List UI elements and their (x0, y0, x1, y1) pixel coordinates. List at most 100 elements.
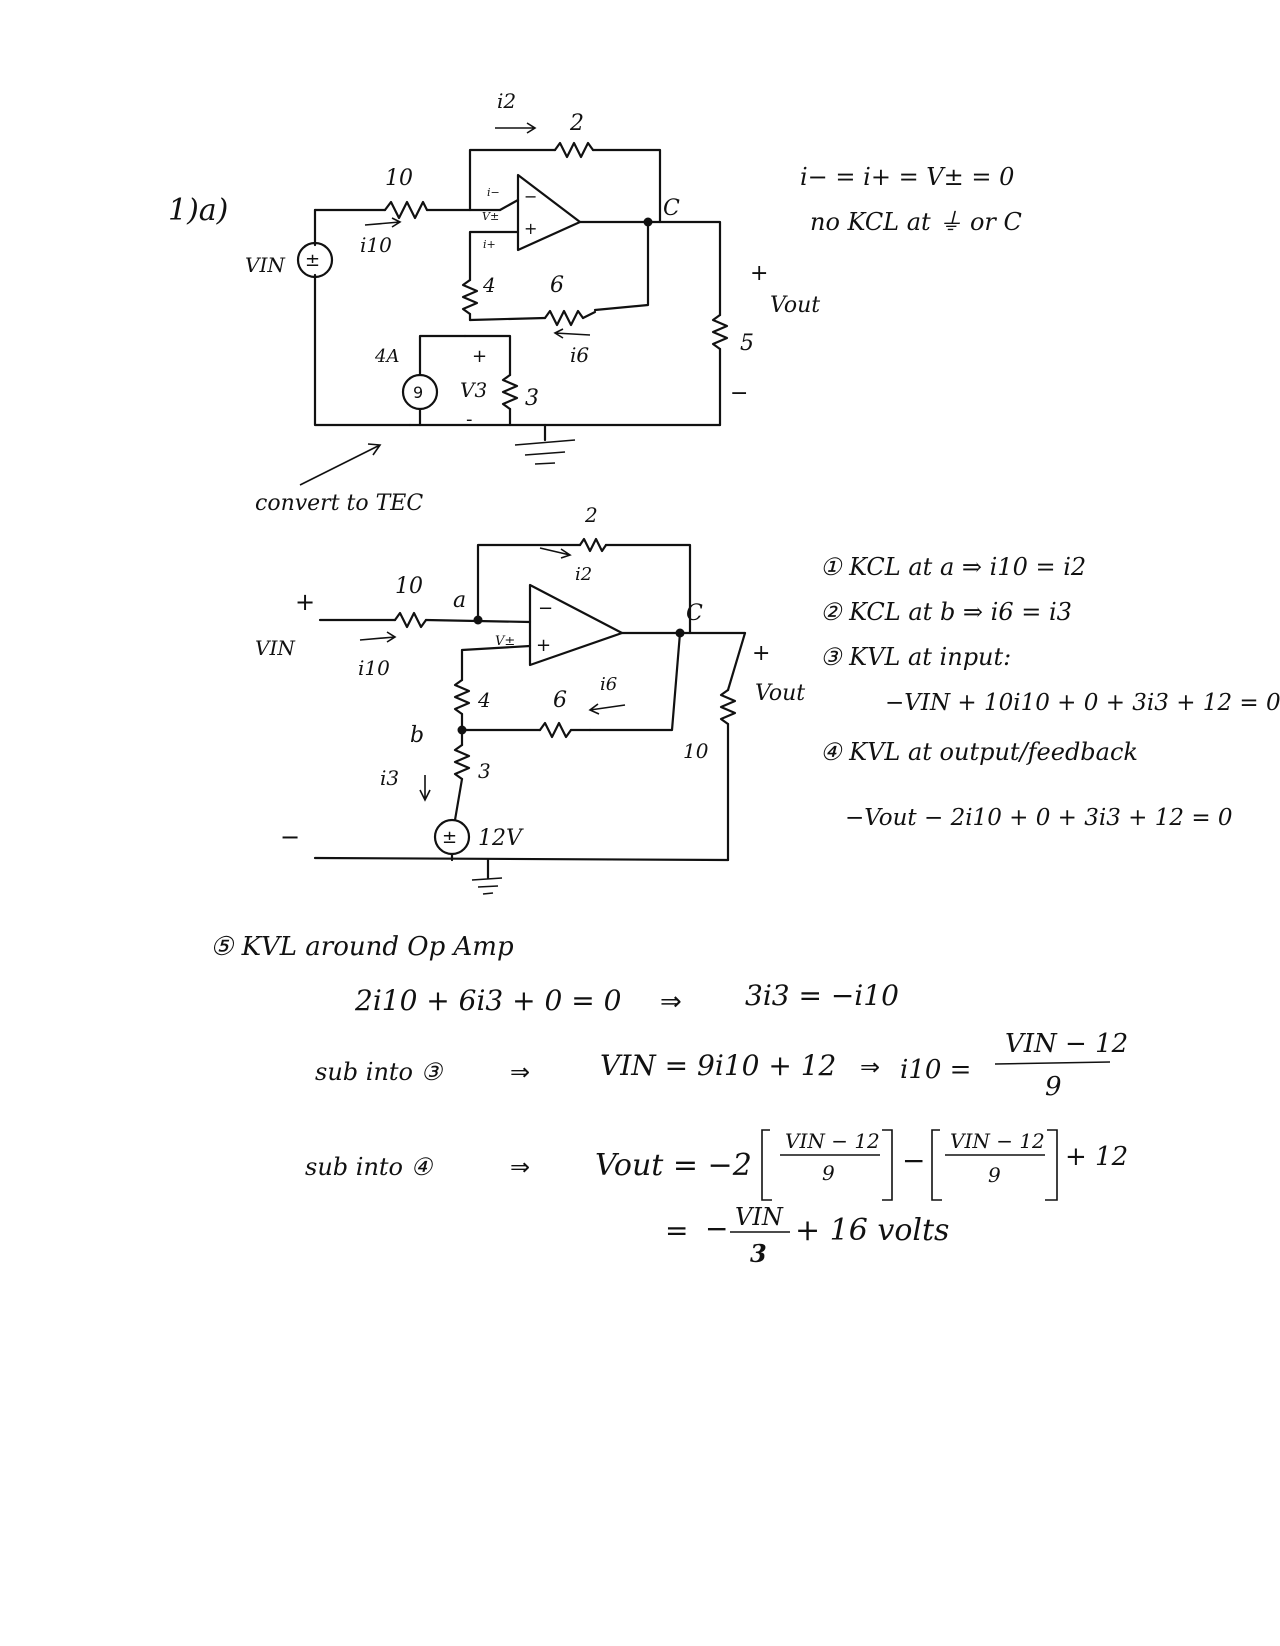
sub3-fraction-denominator: 9 (1045, 1072, 1062, 1102)
bottom-r10-out-label: 10 (683, 739, 709, 763)
top-i2-label: i2 (497, 89, 516, 113)
bottom-vin-label: VIN (255, 636, 296, 660)
final-minus: − (705, 1212, 728, 1245)
top-cs-label: 4A (374, 346, 399, 367)
bottom-r3-label: 3 (478, 759, 491, 783)
top-i10-label: i10 (360, 233, 392, 257)
top-circuit: ± − + 9 (245, 89, 820, 516)
note-line-1: i− = i+ = V± = 0 (800, 163, 1014, 191)
bottom-i2-label: i2 (575, 564, 592, 585)
bottom-12v-label: 12V (478, 826, 524, 851)
top-source-sign: ± (305, 250, 320, 271)
sub4-fraction-2-denominator: 9 (988, 1163, 1001, 1187)
top-resistor-2 (553, 141, 595, 159)
bottom-opamp-minus: − (538, 598, 553, 619)
bottom-r4-label: 4 (477, 688, 491, 712)
final-fraction-denominator: 3 (750, 1239, 767, 1268)
bottom-plus-in: + (295, 588, 315, 616)
top-r5-label: 5 (740, 331, 754, 356)
top-i2-arrow-icon (495, 122, 537, 134)
bottom-resistor-10-out (719, 688, 737, 726)
bracket-right-2 (1045, 1129, 1058, 1201)
part-label: 1)a) (168, 193, 228, 228)
top-vpm-label: V± (482, 210, 499, 223)
bottom-c-label: C (686, 601, 703, 626)
bottom-vout-plus: + (752, 641, 770, 666)
note-line-2: no KCL at ⏚ or C (810, 208, 1022, 236)
top-resistor-3 (501, 373, 519, 411)
top-r6-label: 6 (550, 273, 564, 298)
bottom-ground-icon (471, 877, 503, 881)
step5-arrow: ⇒ (660, 987, 682, 1017)
equation-3-title: ③ KVL at input: (820, 643, 1011, 671)
bottom-vout-label: Vout (755, 681, 805, 706)
top-v3-label: V3 (460, 378, 487, 402)
top-ground-icon (514, 439, 576, 446)
sub4-tail: + 12 (1065, 1142, 1128, 1172)
top-r2-label: 2 (569, 111, 584, 136)
final-equals: = (665, 1214, 688, 1247)
top-r10-label: 10 (385, 166, 413, 191)
bottom-i6-arrow-icon (588, 703, 626, 715)
top-vout-minus: − (730, 381, 748, 406)
top-i6-arrow-icon (553, 328, 591, 339)
convert-note: convert to TEC (255, 491, 423, 516)
top-vin-source-icon (296, 241, 334, 279)
bottom-i2-arrow-icon (539, 547, 572, 559)
bracket-left-1 (761, 1129, 772, 1201)
top-resistor-4 (461, 278, 479, 316)
bottom-i3-label: i3 (380, 766, 399, 790)
sub4-lhs: Vout = −2 (595, 1148, 752, 1183)
top-i-minus-label: i− (487, 186, 500, 199)
top-i-plus-label: i+ (483, 238, 496, 251)
top-opamp (516, 173, 582, 252)
top-i10-arrow-icon (364, 217, 402, 228)
sub4-fraction-1-numerator: VIN − 12 (785, 1129, 880, 1153)
top-resistor-5 (711, 313, 729, 351)
step5-equation: 2i10 + 6i3 + 0 = 0 (354, 984, 621, 1017)
equation-1: ① KCL at a ⇒ i10 = i2 (820, 553, 1086, 581)
bottom-r6-label: 6 (553, 688, 567, 713)
top-opamp-minus: − (524, 187, 537, 206)
top-i6-label: i6 (570, 343, 589, 367)
bottom-r10-label: 10 (395, 574, 423, 599)
top-opamp-plus: + (524, 219, 537, 238)
bottom-opamp (528, 583, 624, 667)
derivation: ⑤ KVL around Op Amp 2i10 + 6i3 + 0 = 0 ⇒… (210, 932, 1128, 1268)
sub4-fraction-1-denominator: 9 (822, 1161, 835, 1185)
bottom-circuit: − + ± 2 (255, 503, 805, 895)
convert-arrow-icon (299, 443, 382, 486)
top-r3-label: 3 (525, 386, 539, 411)
bottom-resistor-4 (453, 678, 471, 716)
bottom-opamp-plus: + (536, 635, 551, 656)
top-r4-label: 4 (482, 273, 496, 297)
bottom-minus-in: − (280, 823, 300, 851)
bracket-right-1 (882, 1129, 893, 1201)
bracket-left-2 (931, 1129, 942, 1201)
equation-4: −Vout − 2i10 + 0 + 3i3 + 12 = 0 (845, 805, 1233, 831)
top-vout-label: Vout (770, 293, 820, 318)
top-v3-minus: - (466, 409, 473, 430)
sub3-arrow-2: ⇒ (860, 1053, 880, 1081)
bottom-i10-label: i10 (358, 656, 390, 680)
top-c-label: C (663, 196, 680, 221)
equation-4-title: ④ KVL at output/feedback (820, 738, 1138, 766)
sub3-lhs: i10 = (900, 1055, 971, 1085)
bottom-i6-label: i6 (600, 674, 617, 695)
sub3-equation: VIN = 9i10 + 12 (600, 1049, 836, 1082)
bottom-vpm-label: V± (495, 634, 515, 649)
equation-3: −VIN + 10i10 + 0 + 3i3 + 12 = 0 (885, 690, 1280, 716)
sub3-label: sub into ③ (315, 1058, 444, 1086)
sub4-fraction-2-numerator: VIN − 12 (950, 1129, 1045, 1153)
bottom-i3-arrow-icon (419, 775, 431, 802)
bottom-vs-sign: ± (442, 827, 457, 848)
sub3-arrow: ⇒ (510, 1058, 530, 1086)
sub4-label: sub into ④ (305, 1153, 434, 1181)
sub3-fraction-numerator: VIN − 12 (1005, 1029, 1128, 1059)
top-resistor-10 (383, 200, 429, 220)
top-vout-plus: + (750, 261, 768, 286)
equation-2: ② KCL at b ⇒ i6 = i3 (820, 598, 1072, 626)
bottom-i10-arrow-icon (359, 631, 397, 643)
